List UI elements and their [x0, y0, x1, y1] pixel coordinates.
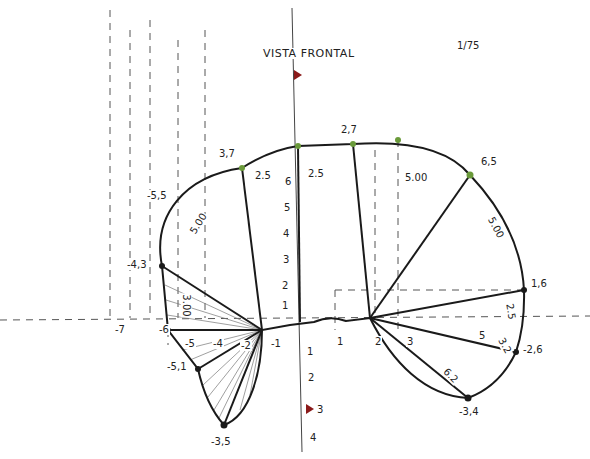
point-label: 3,7 [218, 148, 236, 159]
axis-number: 2 [307, 372, 315, 383]
axis-number: 3 [316, 404, 324, 415]
axis-number: 6 [284, 176, 292, 187]
dimension-label: 2.5 [504, 302, 518, 322]
point-label: 2,7 [340, 124, 358, 135]
dimension-label: 3.2 [496, 335, 514, 356]
axis-number: 3 [406, 336, 414, 347]
axis-number: 1 [281, 300, 289, 311]
top-points [239, 137, 474, 179]
dimension-label: 2.5 [254, 170, 272, 181]
axis-number: 3 [282, 254, 290, 265]
axis-number: 2 [281, 280, 289, 291]
point-label: -3,5 [210, 436, 232, 447]
axis-number: -7 [114, 324, 126, 335]
scale-label: 1/75 [456, 40, 480, 51]
axis-number: -6 [158, 324, 170, 335]
axis-number: 4 [309, 432, 317, 443]
axis-number: -2 [240, 340, 252, 351]
profile-outline [160, 143, 524, 425]
view-title: VISTA FRONTAL [262, 48, 356, 59]
construction-lines [0, 10, 590, 345]
axis-number: 4 [282, 228, 290, 239]
axis-number: -5 [184, 338, 196, 349]
dimension-label: 2.5 [307, 168, 325, 179]
axis-number: 5 [478, 330, 486, 341]
axis-number: 1 [306, 346, 314, 357]
point-label: -3,4 [458, 406, 480, 417]
axis-number: -4 [212, 338, 224, 349]
dimension-label: 5.00 [404, 172, 428, 183]
point-label: 6,5 [480, 156, 498, 167]
dimension-label: 5.00 [187, 210, 209, 236]
hatching [165, 285, 262, 418]
radial-lines [162, 144, 524, 425]
axis-number: -1 [270, 338, 282, 349]
point-label: 1,6 [530, 278, 548, 289]
axis-markers [294, 70, 314, 414]
point-label: -2,6 [522, 344, 544, 355]
vertex-points [159, 263, 527, 429]
vertical-axis [292, 8, 302, 452]
point-label: -4,3 [126, 259, 148, 270]
axis-number: 5 [283, 202, 291, 213]
axis-number: 1 [336, 336, 344, 347]
dimension-label: 6.2 [441, 365, 461, 385]
axis-number: 2 [374, 336, 382, 347]
dimension-label: 3.00 [181, 293, 192, 317]
point-label: -5,1 [166, 361, 188, 372]
point-label: -5,5 [146, 190, 168, 201]
